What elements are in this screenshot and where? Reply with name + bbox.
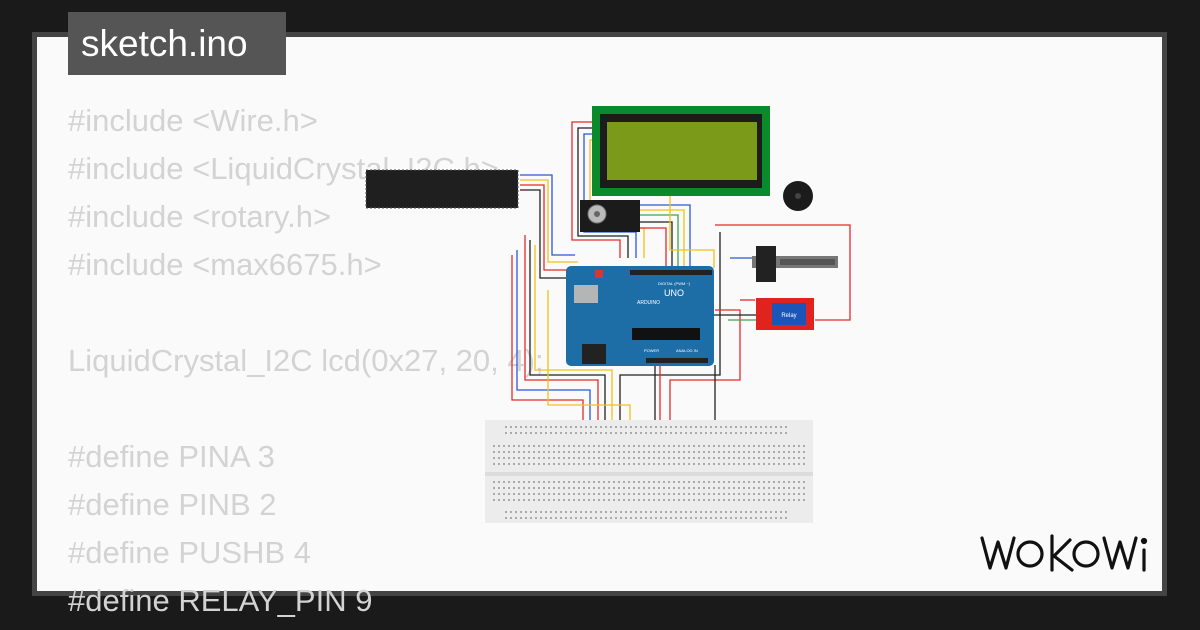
power-label: POWER (644, 348, 659, 353)
slide-potentiometer[interactable] (752, 246, 838, 282)
code-line: #define RELAY_PIN 9 (68, 583, 373, 618)
file-tab[interactable]: sketch.ino (68, 12, 286, 75)
breadboard-holes (493, 426, 805, 519)
buzzer[interactable] (783, 181, 813, 211)
code-line: #define PUSHB 4 (68, 535, 311, 570)
analog-header (646, 358, 708, 363)
arduino-uno[interactable]: UNO ARDUINO DIGITAL (PWM ~) ANALOG IN PO… (566, 266, 714, 366)
relay-label: Relay (781, 313, 796, 319)
board-model: UNO (664, 288, 684, 298)
power-jack (582, 344, 606, 364)
digital-header (630, 270, 712, 275)
breadboard[interactable] (485, 420, 813, 523)
board-brand: ARDUINO (637, 300, 660, 306)
code-line: #include <max6675.h> (68, 247, 382, 282)
reset-button[interactable] (595, 270, 603, 278)
lcd-display[interactable] (592, 106, 770, 196)
digital-label: DIGITAL (PWM ~) (658, 281, 691, 286)
analog-label: ANALOG IN (676, 348, 698, 353)
wires (511, 121, 851, 432)
rotary-encoder[interactable] (580, 200, 640, 232)
chip (632, 328, 700, 340)
code-line: #include <rotary.h> (68, 199, 332, 234)
code-line: #define PINB 2 (68, 487, 277, 522)
code-line: #include <Wire.h> (68, 103, 318, 138)
code-line: #include <LiquidCrystal_I2C.h> (68, 151, 499, 186)
led-matrix[interactable] (365, 169, 519, 209)
usb-port (574, 285, 598, 303)
relay-module[interactable]: Relay (756, 298, 814, 330)
wokwi-logo (978, 528, 1150, 578)
code-line: #define PINA 3 (68, 439, 275, 474)
